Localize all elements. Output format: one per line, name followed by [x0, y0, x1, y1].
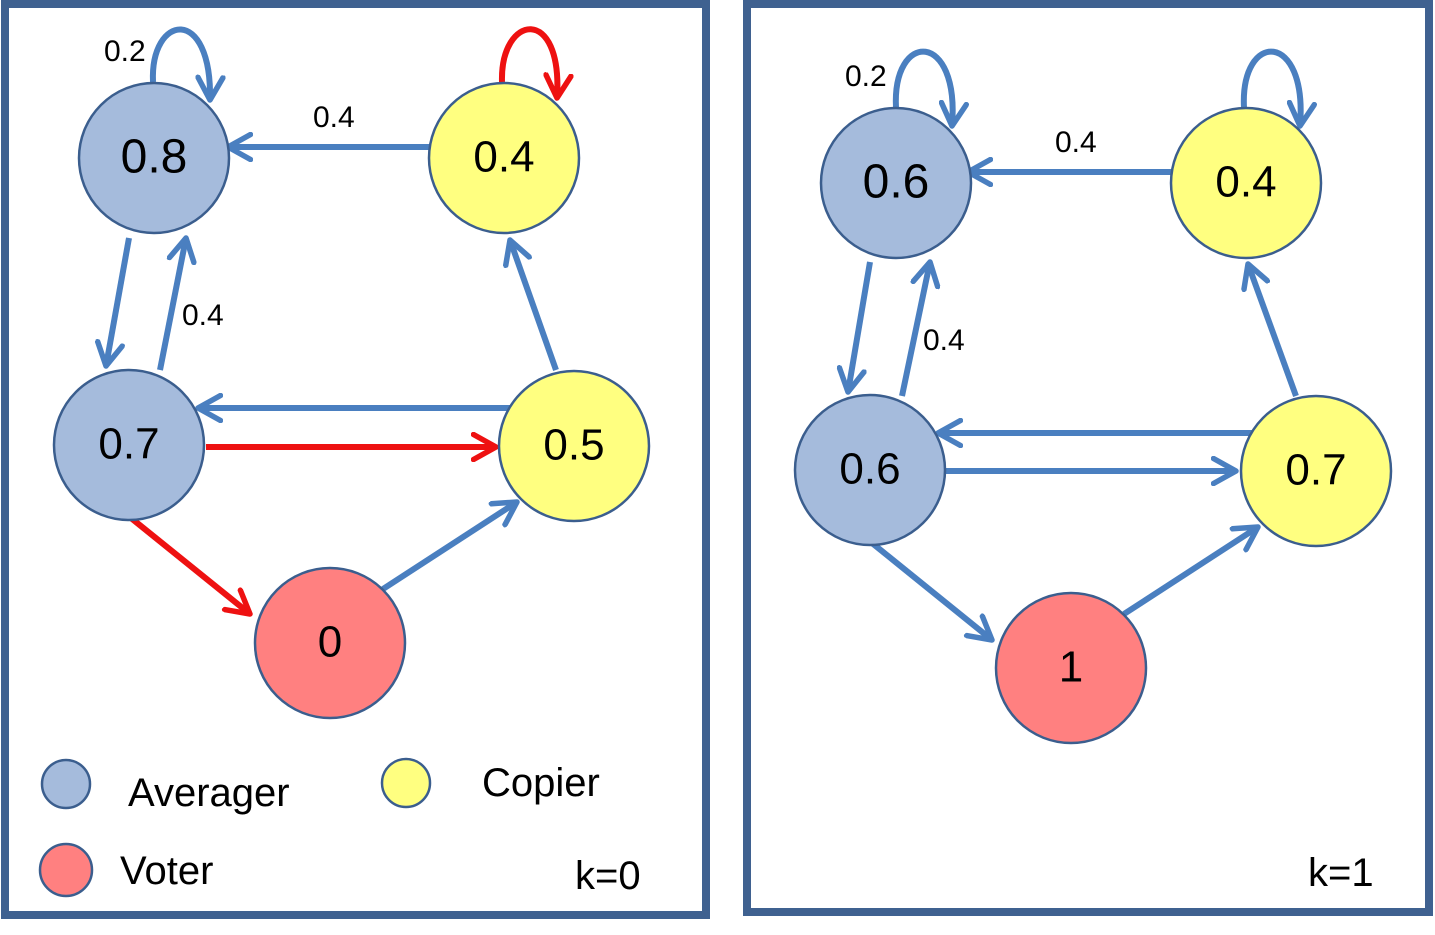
edge-label-mid-left-to-top-left: 0.4 [923, 324, 965, 357]
node-top-right [427, 81, 581, 235]
edge-top-left-to-mid-left [848, 261, 873, 392]
node-mid-right-value: 0.5 [543, 421, 604, 470]
node-mid-left [52, 368, 206, 522]
node-bottom [253, 566, 407, 720]
panel-k0: 0.2 0.4 0.4 0.8 0.4 0.7 0.5 0 Averager C… [1, 0, 710, 919]
legend-voter-label: Voter [120, 849, 213, 893]
node-top-left [77, 81, 231, 235]
node-bottom [994, 591, 1148, 745]
edge-mid-right-to-top-right [510, 240, 559, 372]
edge-self-loop-top-left [149, 26, 210, 100]
node-top-left [819, 106, 973, 260]
node-mid-left-value: 0.6 [839, 445, 900, 494]
node-bottom-value: 1 [1059, 643, 1083, 692]
edge-mid-right-to-top-right [1248, 264, 1299, 398]
edge-label-self-loop-top-left: 0.2 [104, 35, 146, 68]
legend-copier-label: Copier [482, 761, 600, 805]
node-mid-left-value: 0.7 [98, 420, 159, 469]
edge-self-loop-top-right [498, 26, 557, 98]
panel-frame [743, 0, 1433, 916]
node-mid-right [497, 369, 651, 523]
legend: Averager Copier Voter [38, 757, 600, 898]
edge-self-loop-top-right [1240, 48, 1301, 126]
edge-label-mid-left-to-top-left: 0.4 [182, 299, 224, 332]
edge-label-self-loop-top-left: 0.2 [845, 60, 887, 93]
legend-averager-label: Averager [128, 771, 290, 815]
edge-mid-left-to-bottom [129, 515, 250, 614]
k-label: k=1 [1308, 851, 1374, 895]
edge-mid-left-to-top-left [157, 238, 186, 371]
edge-self-loop-top-left [892, 48, 953, 126]
edge-bottom-to-mid-right [1122, 527, 1258, 617]
edge-label-top-right-to-top-left: 0.4 [313, 101, 355, 134]
edge-label-top-right-to-top-left: 0.4 [1055, 126, 1097, 159]
node-mid-right-value: 0.7 [1285, 446, 1346, 495]
legend-voter-swatch [38, 842, 94, 898]
node-bottom-value: 0 [318, 618, 342, 667]
node-mid-right [1239, 394, 1393, 548]
edge-mid-left-to-top-left [899, 262, 930, 397]
edge-mid-left-to-bottom [870, 540, 992, 640]
panel-frame [1, 0, 710, 919]
node-top-left-value: 0.8 [121, 131, 188, 184]
legend-copier-swatch [380, 757, 432, 809]
node-mid-left [793, 393, 947, 547]
node-top-right-value: 0.4 [473, 133, 534, 182]
node-top-left-value: 0.6 [863, 156, 930, 209]
k-label: k=0 [575, 854, 641, 898]
panel-k1: 0.2 0.4 0.4 0.6 0.4 0.6 0.7 1 k=1 [743, 0, 1433, 916]
legend-averager-swatch [40, 758, 92, 810]
node-top-right-value: 0.4 [1215, 158, 1276, 207]
node-top-right [1169, 106, 1323, 260]
edge-top-left-to-mid-left [106, 237, 132, 366]
edge-bottom-to-mid-right [381, 502, 517, 592]
